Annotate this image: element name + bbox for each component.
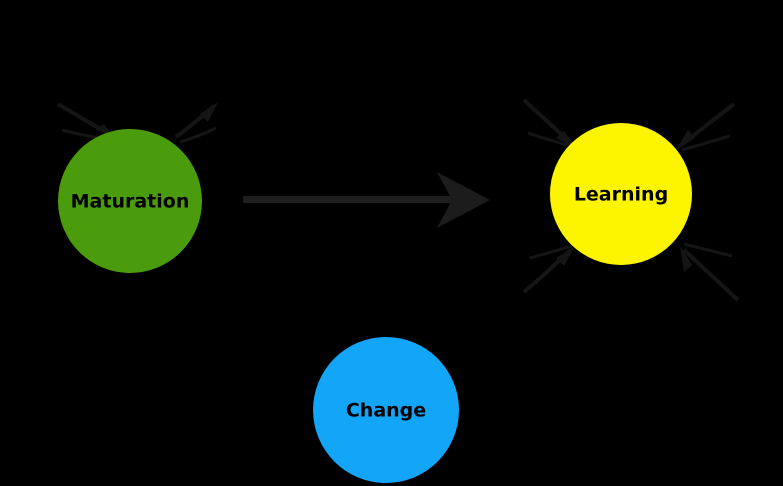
node-maturation-circle[interactable] xyxy=(58,129,202,273)
edge-shaft xyxy=(243,196,458,203)
arrowhead xyxy=(556,246,575,266)
edge-into-learning-bottom-right[interactable] xyxy=(680,242,740,302)
arrowhead xyxy=(680,246,692,272)
edge-group xyxy=(56,98,740,302)
arrowhead xyxy=(676,130,695,150)
edge-out-of-maturation-top-right[interactable] xyxy=(174,102,218,144)
node-maturation[interactable]: Maturation xyxy=(58,129,202,273)
edge-path-secondary xyxy=(681,134,731,152)
node-change[interactable]: Change xyxy=(313,337,459,483)
node-change-circle[interactable] xyxy=(313,337,459,483)
edge-path-secondary xyxy=(683,242,733,258)
node-learning[interactable]: Learning xyxy=(550,123,692,265)
edge-maturation-to-learning[interactable] xyxy=(243,172,490,228)
edge-path-secondary xyxy=(179,126,217,144)
edge-path-secondary xyxy=(529,244,573,260)
edge-path xyxy=(682,248,740,302)
node-learning-circle[interactable] xyxy=(550,123,692,265)
edge-into-learning-bottom-left[interactable] xyxy=(522,244,575,294)
node-group: Maturation Learning Change xyxy=(58,123,692,483)
edge-into-learning-top-left[interactable] xyxy=(522,98,576,149)
arrowhead xyxy=(437,172,490,228)
edge-into-learning-top-right[interactable] xyxy=(676,102,736,152)
arrowhead xyxy=(200,102,218,122)
